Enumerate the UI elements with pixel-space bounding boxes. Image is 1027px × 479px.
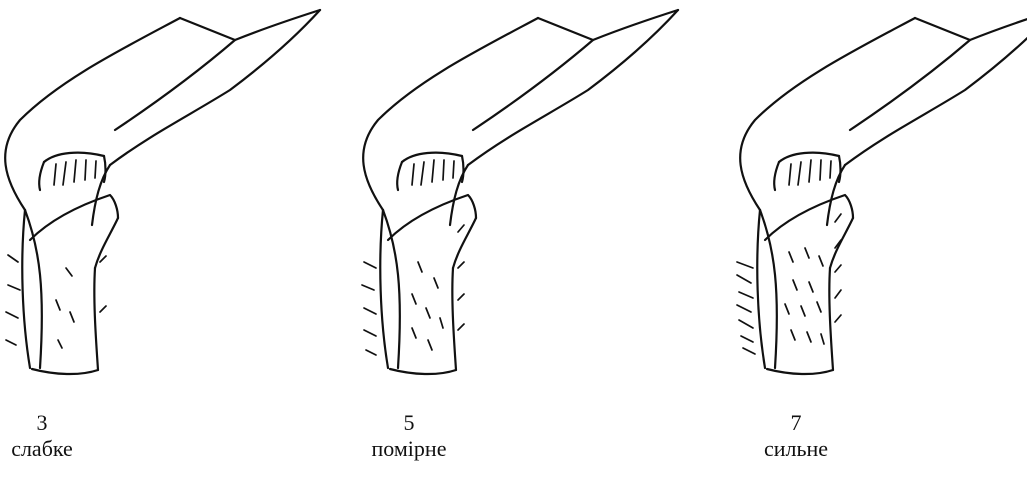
caption-moderate: 5 помірне <box>329 410 489 462</box>
caption-weak: 3 слабке <box>0 410 122 462</box>
caption-label: помірне <box>329 436 489 462</box>
caption-number: 7 <box>716 410 876 436</box>
caption-label: сильне <box>716 436 876 462</box>
panel-weak <box>5 10 320 374</box>
caption-number: 5 <box>329 410 489 436</box>
panel-moderate <box>362 10 678 374</box>
caption-label: слабке <box>0 436 122 462</box>
caption-number: 3 <box>0 410 122 436</box>
caption-strong: 7 сильне <box>716 410 876 462</box>
panel-strong <box>737 10 1027 374</box>
